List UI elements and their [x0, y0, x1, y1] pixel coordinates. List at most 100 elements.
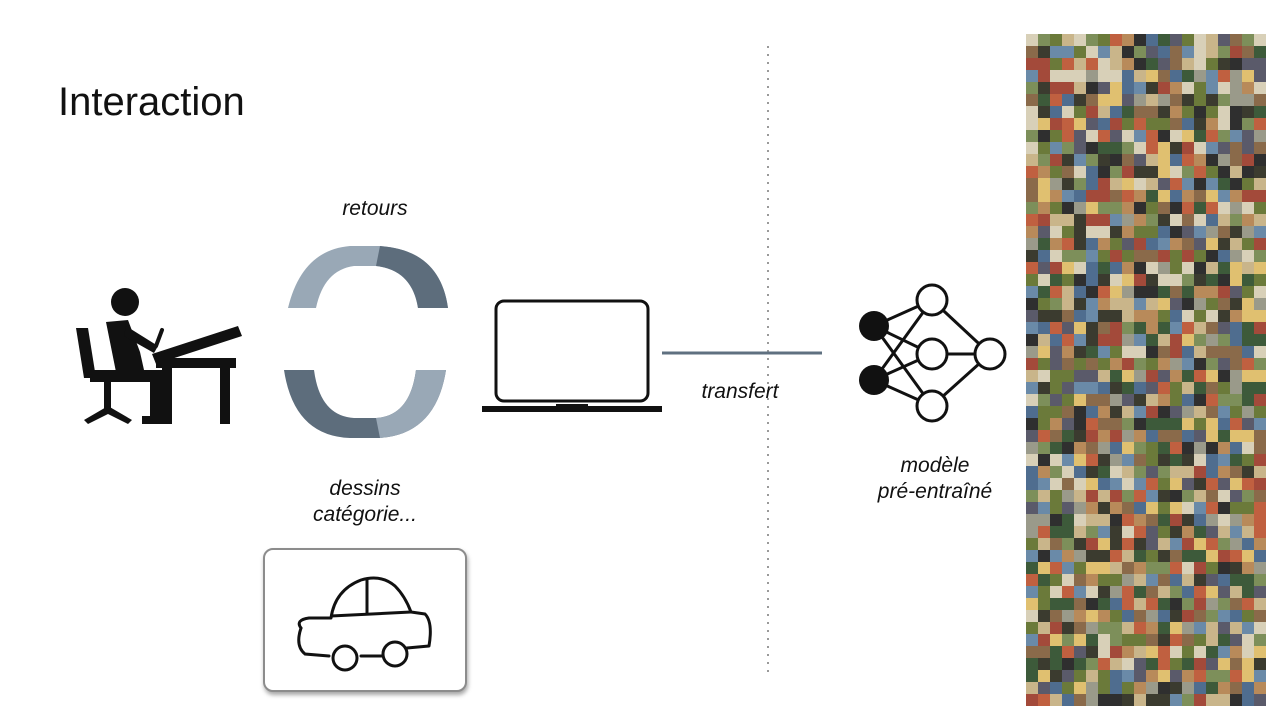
- mosaic-tile: [1182, 406, 1194, 418]
- mosaic-tile: [1062, 370, 1074, 382]
- mosaic-tile: [1182, 286, 1194, 298]
- mosaic-tile: [1206, 346, 1218, 358]
- mosaic-tile: [1254, 682, 1266, 694]
- mosaic-tile: [1098, 322, 1110, 334]
- mosaic-tile: [1074, 262, 1086, 274]
- mosaic-tile: [1254, 382, 1266, 394]
- mosaic-tile: [1050, 418, 1062, 430]
- mosaic-tile: [1074, 682, 1086, 694]
- mosaic-tile: [1146, 238, 1158, 250]
- mosaic-tile: [1098, 202, 1110, 214]
- mosaic-tile: [1206, 574, 1218, 586]
- mosaic-tile: [1098, 238, 1110, 250]
- mosaic-tile: [1074, 646, 1086, 658]
- mosaic-tile: [1206, 658, 1218, 670]
- mosaic-tile: [1134, 226, 1146, 238]
- mosaic-tile: [1086, 46, 1098, 58]
- mosaic-tile: [1134, 310, 1146, 322]
- mosaic-tile: [1086, 334, 1098, 346]
- mosaic-tile: [1038, 130, 1050, 142]
- mosaic-tile: [1050, 502, 1062, 514]
- mosaic-tile: [1230, 490, 1242, 502]
- mosaic-tile: [1134, 370, 1146, 382]
- mosaic-tile: [1098, 670, 1110, 682]
- mosaic-tile: [1194, 274, 1206, 286]
- mosaic-tile: [1062, 130, 1074, 142]
- mosaic-tile: [1050, 406, 1062, 418]
- mosaic-tile: [1206, 406, 1218, 418]
- mosaic-tile: [1110, 82, 1122, 94]
- mosaic-tile: [1194, 70, 1206, 82]
- mosaic-tile: [1218, 142, 1230, 154]
- mosaic-tile: [1122, 106, 1134, 118]
- mosaic-tile: [1242, 82, 1254, 94]
- mosaic-tile: [1170, 118, 1182, 130]
- mosaic-tile: [1110, 646, 1122, 658]
- mosaic-tile: [1026, 250, 1038, 262]
- mosaic-tile: [1098, 442, 1110, 454]
- mosaic-tile: [1182, 70, 1194, 82]
- mosaic-tile: [1074, 226, 1086, 238]
- mosaic-tile: [1170, 346, 1182, 358]
- mosaic-tile: [1038, 502, 1050, 514]
- mosaic-tile: [1254, 250, 1266, 262]
- mosaic-tile: [1170, 82, 1182, 94]
- mosaic-tile: [1026, 634, 1038, 646]
- mosaic-tile: [1050, 226, 1062, 238]
- mosaic-tile: [1242, 46, 1254, 58]
- mosaic-tile: [1086, 466, 1098, 478]
- mosaic-tile: [1086, 658, 1098, 670]
- mosaic-tile: [1230, 70, 1242, 82]
- mosaic-tile: [1218, 262, 1230, 274]
- mosaic-tile: [1038, 262, 1050, 274]
- mosaic-tile: [1158, 526, 1170, 538]
- mosaic-tile: [1110, 418, 1122, 430]
- mosaic-tile: [1146, 370, 1158, 382]
- mosaic-tile: [1026, 310, 1038, 322]
- mosaic-tile: [1050, 58, 1062, 70]
- mosaic-tile: [1206, 262, 1218, 274]
- mosaic-tile: [1230, 646, 1242, 658]
- mosaic-tile: [1194, 262, 1206, 274]
- mosaic-tile: [1050, 166, 1062, 178]
- mosaic-tile: [1038, 226, 1050, 238]
- drawings-label-line1: dessins: [329, 477, 401, 500]
- mosaic-tile: [1158, 490, 1170, 502]
- mosaic-tile: [1242, 478, 1254, 490]
- mosaic-tile: [1158, 190, 1170, 202]
- mosaic-tile: [1158, 370, 1170, 382]
- mosaic-tile: [1218, 694, 1230, 706]
- mosaic-tile: [1086, 130, 1098, 142]
- mosaic-tile: [1086, 610, 1098, 622]
- mosaic-tile: [1146, 490, 1158, 502]
- mosaic-tile: [1170, 562, 1182, 574]
- mosaic-tile: [1026, 622, 1038, 634]
- mosaic-tile: [1194, 322, 1206, 334]
- mosaic-tile: [1242, 586, 1254, 598]
- mosaic-tile: [1218, 82, 1230, 94]
- mosaic-tile: [1194, 466, 1206, 478]
- mosaic-tile: [1038, 358, 1050, 370]
- mosaic-tile: [1062, 658, 1074, 670]
- mosaic-tile: [1074, 670, 1086, 682]
- mosaic-tile: [1170, 106, 1182, 118]
- mosaic-tile: [1194, 166, 1206, 178]
- mosaic-tile: [1026, 166, 1038, 178]
- mosaic-tile: [1062, 418, 1074, 430]
- mosaic-tile: [1206, 202, 1218, 214]
- mosaic-tile: [1026, 502, 1038, 514]
- mosaic-tile: [1098, 490, 1110, 502]
- mosaic-tile: [1110, 346, 1122, 358]
- transfer-label: transfert: [701, 380, 779, 403]
- mosaic-tile: [1026, 514, 1038, 526]
- model-label-line2: pré-entraîné: [877, 480, 993, 503]
- mosaic-tile: [1206, 526, 1218, 538]
- mosaic-tile: [1218, 454, 1230, 466]
- mosaic-tile: [1098, 586, 1110, 598]
- mosaic-tile: [1038, 586, 1050, 598]
- mosaic-tile: [1134, 382, 1146, 394]
- mosaic-tile: [1122, 118, 1134, 130]
- mosaic-tile: [1050, 154, 1062, 166]
- mosaic-tile: [1194, 370, 1206, 382]
- mosaic-tile: [1026, 394, 1038, 406]
